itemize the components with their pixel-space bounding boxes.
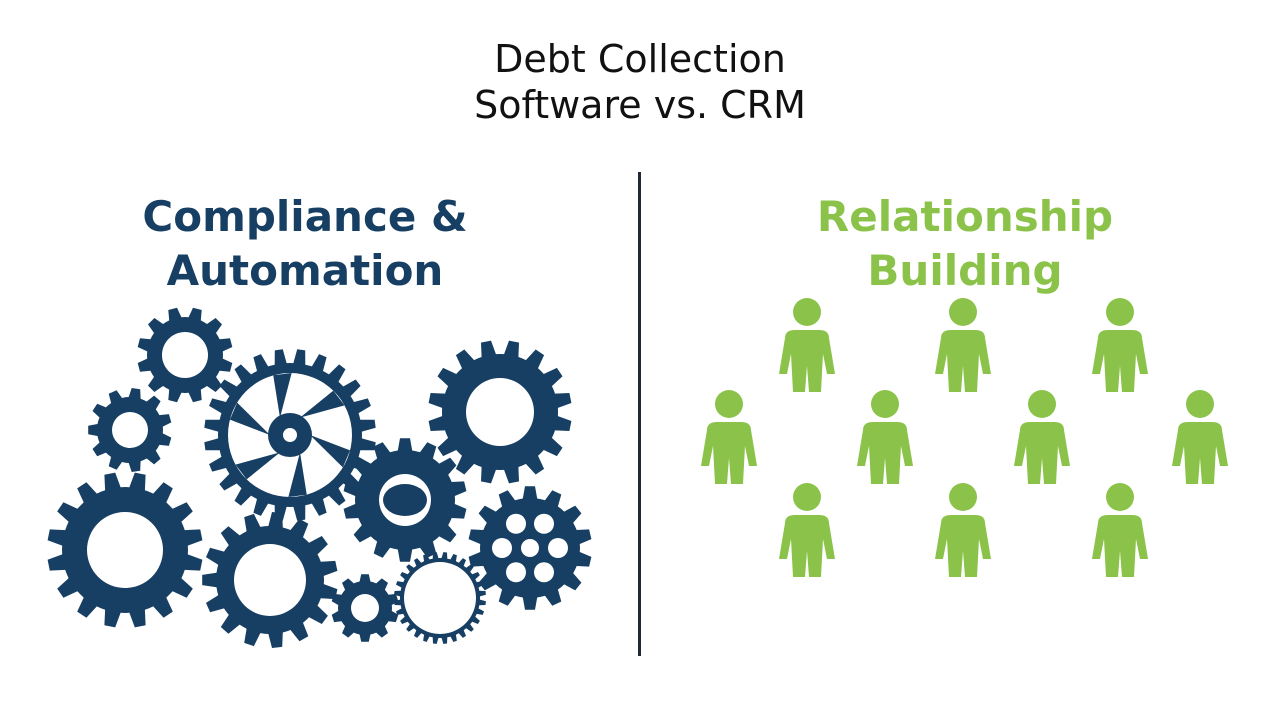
gear-hole-icon [506,562,526,583]
gear-blade-icon [229,402,270,435]
title-line-2: Software vs. CRM [474,83,806,127]
center-divider [638,172,641,656]
gear-icon [331,574,399,642]
gear-icon [88,388,172,472]
gear-icon [428,340,572,484]
gear-hub-icon [383,484,427,516]
person-icon [1092,298,1148,392]
person-icon [935,483,991,577]
title-line-1: Debt Collection [494,37,786,81]
gear-blade-icon [300,390,345,418]
gear-blade-icon [310,435,351,468]
person-icon [779,298,835,392]
gears-icon-cluster [47,307,592,648]
gear-hole-icon [492,538,512,558]
person-icon [1092,483,1148,577]
gear-axle-icon [283,428,297,442]
gear-icon [137,307,233,403]
gear-hole-icon [548,538,568,558]
person-icon [701,390,757,484]
right-heading: Relationship Building [685,190,1245,298]
gear-blade-icon [235,452,280,480]
left-heading-line-2: Automation [166,246,444,295]
person-icon [1014,390,1070,484]
right-heading-line-1: Relationship [816,192,1114,241]
gear-icon [202,512,338,648]
person-icon [1172,390,1228,484]
person-icon [857,390,913,484]
gear-hole-icon [506,513,526,534]
person-icon [935,298,991,392]
left-heading: Compliance & Automation [25,190,585,298]
gear-blade-icon [273,373,292,418]
person-icon [779,483,835,577]
gear-hole-icon [534,513,554,534]
gear-hole-icon [521,539,539,557]
right-heading-line-2: Building [867,246,1063,295]
gear-blade-icon [288,452,307,497]
gear-hole-icon [534,562,554,583]
gear-icon [343,438,467,562]
page-title: Debt Collection Software vs. CRM [0,36,1280,128]
left-heading-line-1: Compliance & [142,192,468,241]
people-icon-grid [701,298,1228,577]
gear-icon [47,472,203,628]
